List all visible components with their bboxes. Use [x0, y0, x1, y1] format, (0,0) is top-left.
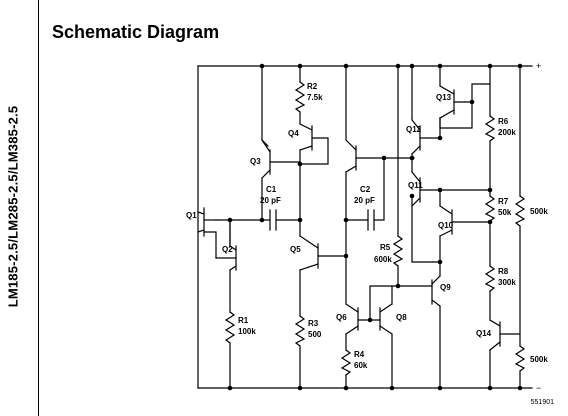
- resistor-r9: [514, 195, 526, 227]
- transistor-q9: [431, 275, 441, 307]
- wire-q8-base-link: [369, 285, 433, 321]
- label-q3: Q3: [250, 157, 261, 166]
- transistor-q13: [439, 83, 491, 119]
- label-q5: Q5: [290, 245, 301, 254]
- transistor-q8: [379, 303, 393, 335]
- label-q11: Q11: [408, 181, 423, 190]
- label-r8-value: 300k: [498, 278, 516, 287]
- label-q13: Q13: [436, 93, 452, 102]
- resistor-r5: [392, 235, 404, 267]
- transistor-q1: [197, 207, 217, 237]
- wire-top-r2: [261, 65, 269, 147]
- transistor-q6: [345, 303, 359, 335]
- label-r6-value: 200k: [498, 128, 516, 137]
- label-q14: Q14: [476, 329, 492, 338]
- transistor-q3: [261, 139, 271, 179]
- capacitor-c1: [269, 209, 277, 231]
- label-r7-name: R7: [498, 197, 509, 206]
- label-c1-name: C1: [266, 185, 277, 194]
- label-q4: Q4: [288, 129, 299, 138]
- transistor-mid: [345, 139, 357, 173]
- transistor-q4: [299, 123, 329, 165]
- transistor-q10: [439, 205, 491, 237]
- transistor-q5: [299, 235, 347, 271]
- label-r10-value: 500k: [530, 355, 548, 364]
- label-q10: Q10: [438, 221, 454, 230]
- resistor-r10: [514, 345, 526, 372]
- junction-dots: [227, 63, 523, 391]
- label-c2-name: C2: [360, 185, 371, 194]
- wire-q1-emitter: [203, 231, 217, 259]
- label-r1-name: R1: [238, 316, 249, 325]
- label-r5-value: 600k: [374, 255, 392, 264]
- label-q8: Q8: [396, 313, 407, 322]
- resistor-r3: [294, 315, 306, 347]
- transistor-q2: [215, 239, 237, 271]
- wire-c2: [345, 157, 385, 221]
- label-r3-name: R3: [308, 319, 319, 328]
- wire-q9-collector: [411, 195, 441, 277]
- terminal-positive: +: [536, 61, 541, 71]
- label-r6-name: R6: [498, 117, 509, 126]
- label-q6: Q6: [336, 313, 347, 322]
- resistor-r2: [294, 81, 306, 113]
- terminal-negative: −: [536, 383, 541, 393]
- wire-q13-down: [439, 101, 473, 129]
- label-q1: Q1: [186, 211, 197, 220]
- page-title: Schematic Diagram: [52, 22, 220, 42]
- label-r2-value: 7.5k: [307, 93, 323, 102]
- document-number: 551901: [530, 399, 554, 406]
- transistor-q14: [489, 319, 521, 351]
- label-r3-value: 500: [308, 330, 322, 339]
- resistor-r7: [484, 195, 496, 222]
- resistor-r1: [224, 311, 236, 344]
- resistor-r6: [484, 115, 496, 142]
- resistor-r4: [340, 349, 352, 376]
- label-q9: Q9: [440, 283, 451, 292]
- label-r4-value: 60k: [354, 361, 368, 370]
- label-c2-value: 20 pF: [354, 196, 375, 205]
- wire-q13-q12-base: [419, 117, 441, 139]
- label-r1-value: 100k: [238, 327, 256, 336]
- label-r5-name: R5: [380, 243, 391, 252]
- label-r7-value: 50k: [498, 208, 512, 217]
- label-c1-value: 20 pF: [260, 196, 281, 205]
- label-r2-name: R2: [307, 82, 318, 91]
- page-divider-line: [38, 0, 39, 416]
- capacitor-c2: [367, 209, 375, 231]
- label-q12: Q12: [406, 125, 422, 134]
- label-r9-value: 500k: [530, 207, 548, 216]
- label-q2: Q2: [222, 245, 233, 254]
- label-r8-name: R8: [498, 267, 509, 276]
- label-r4-name: R4: [354, 350, 365, 359]
- resistor-r8: [484, 265, 496, 292]
